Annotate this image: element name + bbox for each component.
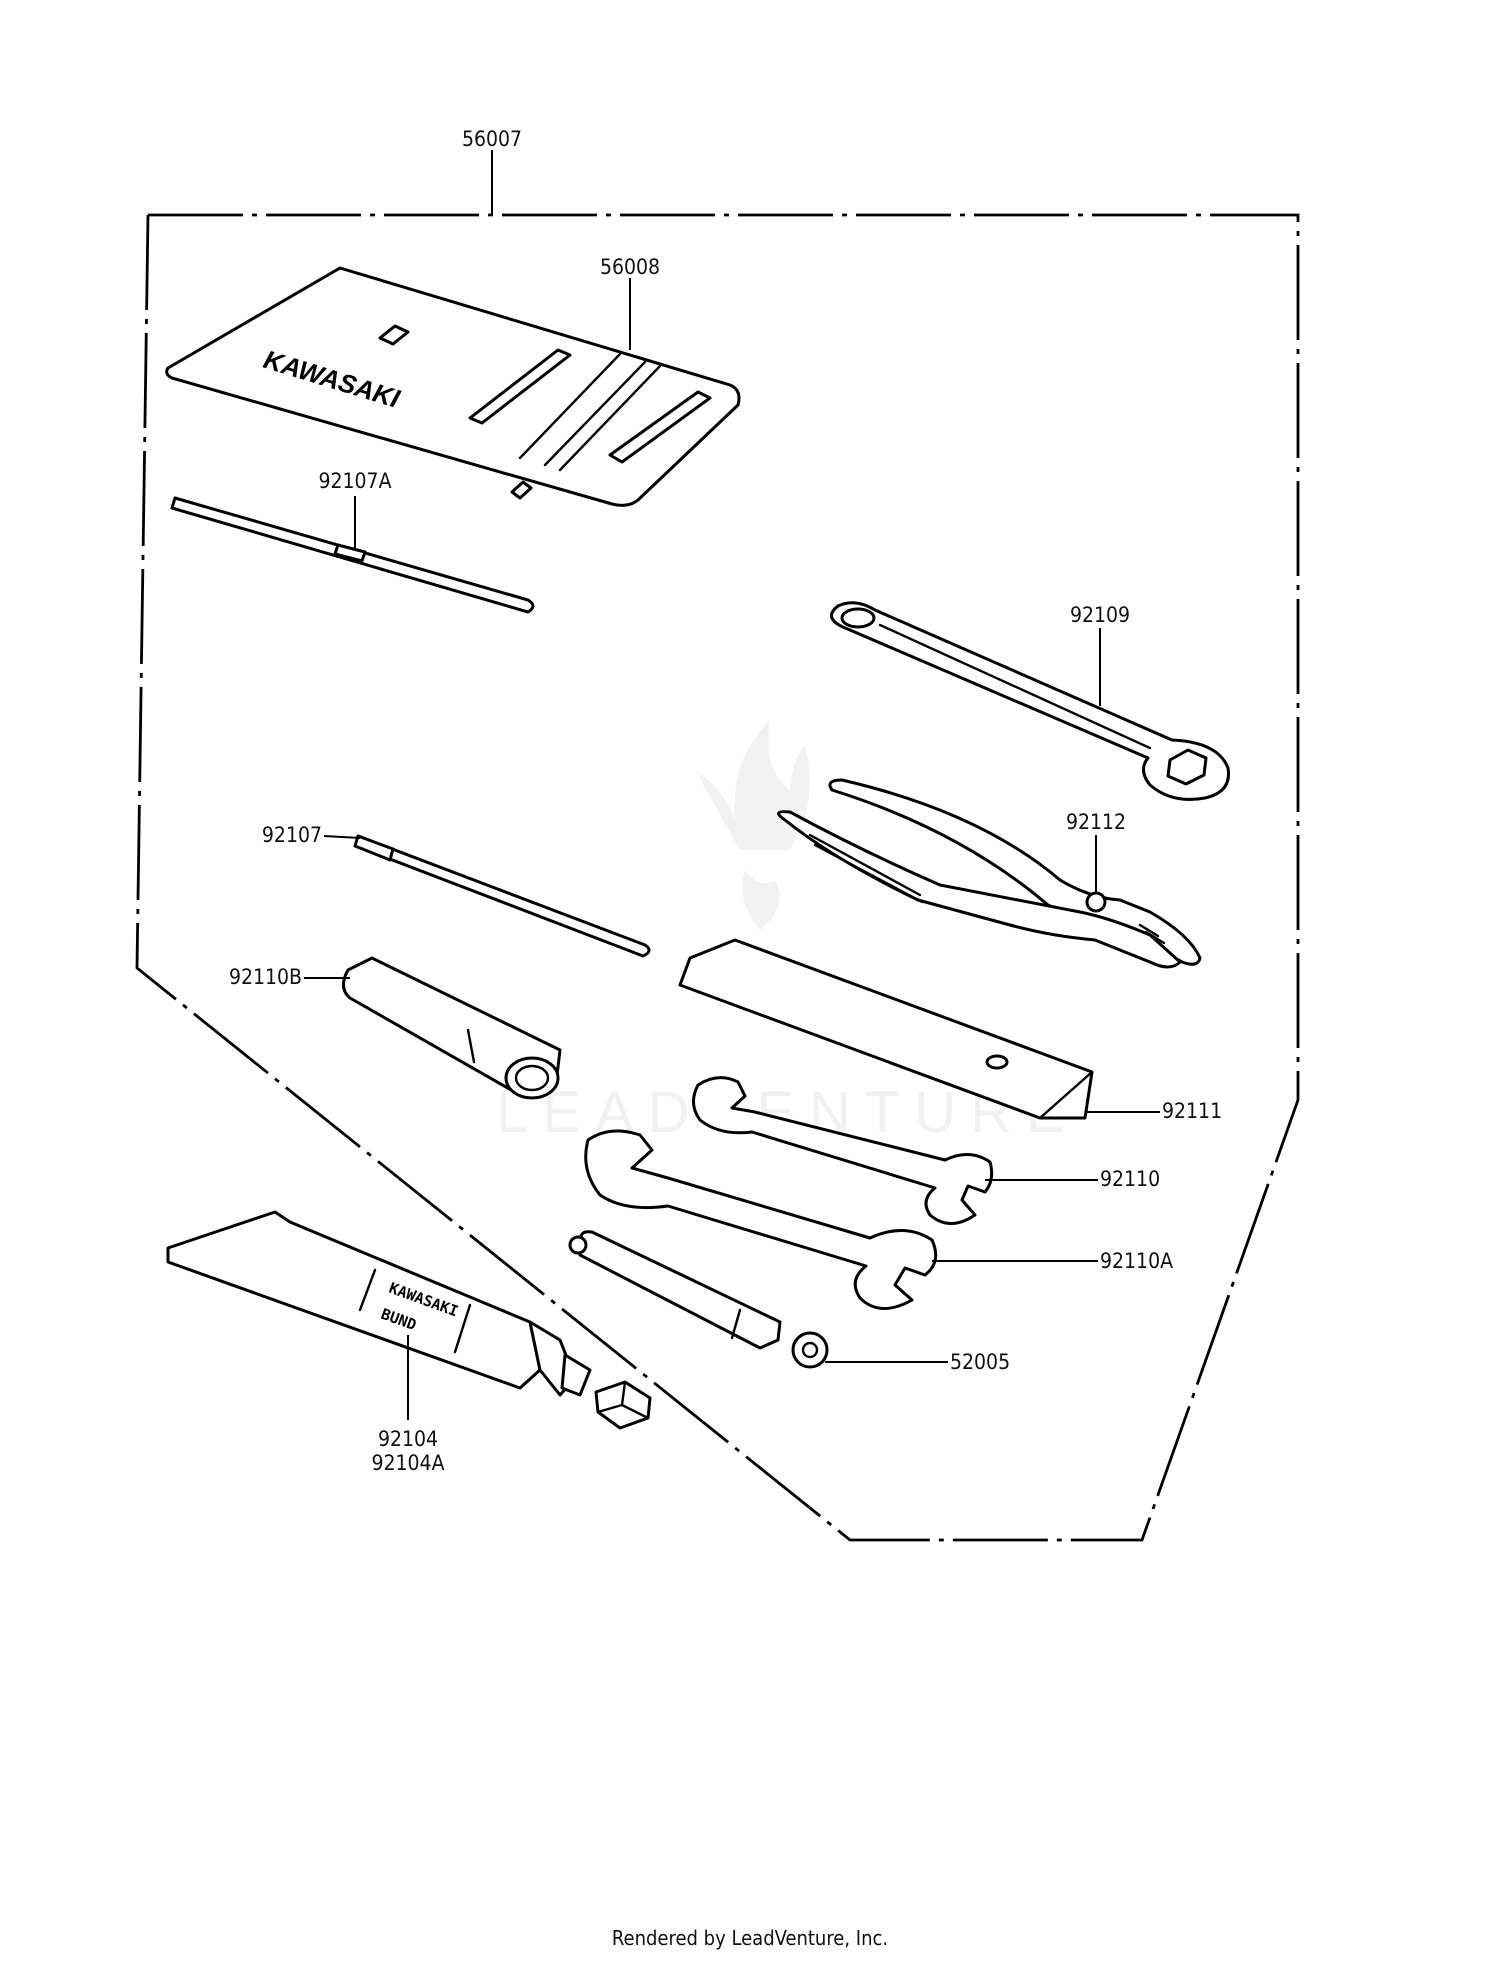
tire-lever: [678, 938, 1094, 1120]
part-number-52005: 52005: [950, 1350, 1010, 1374]
callout-56007: 56007: [462, 127, 522, 215]
callout-52005: 52005: [825, 1350, 1010, 1374]
handle-bar: [568, 1230, 829, 1369]
callout-92110B: 92110B: [229, 965, 350, 989]
part-number-92107: 92107: [262, 823, 322, 847]
grease-tube: KAWASAKI BUND: [166, 1210, 592, 1397]
part-number-92104: 92104: [378, 1427, 438, 1451]
callout-92110: 92110: [985, 1167, 1160, 1191]
part-number-92110A: 92110A: [1100, 1249, 1173, 1273]
callout-92107A: 92107A: [318, 469, 392, 548]
part-number-92110: 92110: [1100, 1167, 1160, 1191]
callout-92109: 92109: [1070, 603, 1130, 706]
part-number-92109: 92109: [1070, 603, 1130, 627]
screwdriver-92107: [353, 834, 651, 958]
screwdriver-shaft: [170, 496, 535, 614]
callout-92104: 92104 92104A: [371, 1335, 445, 1475]
ring-wrench: [829, 601, 1231, 801]
callout-92111: 92111: [1085, 1099, 1222, 1123]
part-number-92110B: 92110B: [229, 965, 302, 989]
part-number-56007: 56007: [462, 127, 522, 151]
part-number-92104A: 92104A: [371, 1451, 444, 1475]
callout-92110A: 92110A: [932, 1249, 1173, 1273]
callout-56008: 56008: [600, 255, 660, 350]
callout-92112: 92112: [1066, 810, 1126, 892]
part-number-56008: 56008: [600, 255, 660, 279]
kit-outline: [135, 213, 1300, 1542]
tool-bag: KAWASAKI: [165, 266, 741, 507]
part-number-92111: 92111: [1162, 1099, 1222, 1123]
part-number-92112: 92112: [1066, 810, 1126, 834]
tube-cap: [594, 1380, 652, 1430]
callout-92107: 92107: [262, 823, 361, 847]
open-end-wrench-small: [692, 1076, 994, 1225]
open-end-wrench-large: [584, 1129, 938, 1310]
pliers: [777, 778, 1202, 969]
footer-credit: Rendered by LeadVenture, Inc.: [612, 1926, 888, 1950]
part-number-92107A: 92107A: [318, 469, 391, 493]
socket-wrench: [342, 956, 562, 1100]
